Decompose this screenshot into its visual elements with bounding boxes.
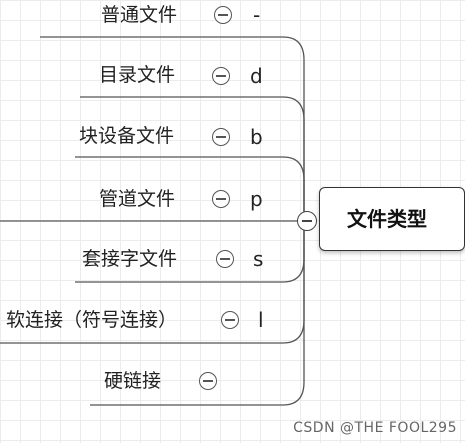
- branch-code-normal-file: -: [253, 3, 261, 27]
- collapse-toggle-icon[interactable]: [221, 311, 239, 329]
- collapse-toggle-icon[interactable]: [212, 67, 230, 85]
- collapse-toggle-icon[interactable]: [212, 190, 230, 208]
- branch-label-block-device-file[interactable]: 块设备文件: [79, 125, 175, 147]
- branch-code-symlink: l: [258, 308, 264, 332]
- branch-label-symlink[interactable]: 软连接（符号连接）: [6, 309, 178, 331]
- root-node[interactable]: 文件类型: [319, 187, 465, 251]
- branch-code-block-device-file: b: [250, 125, 263, 149]
- connector-directory-file: [80, 96, 305, 221]
- collapse-toggle-icon[interactable]: [212, 128, 230, 146]
- branch-label-hardlink[interactable]: 硬链接: [104, 370, 162, 392]
- root-label: 文件类型: [347, 207, 427, 231]
- connector-normal-file: [40, 36, 305, 221]
- branch-label-normal-file[interactable]: 普通文件: [101, 4, 178, 26]
- branch-code-directory-file: d: [250, 64, 263, 88]
- branch-code-pipe-file: p: [250, 187, 263, 211]
- collapse-toggle-icon[interactable]: [214, 6, 232, 24]
- branch-label-pipe-file[interactable]: 管道文件: [99, 188, 176, 210]
- connector-block-device-file: [75, 156, 305, 221]
- branch-label-directory-file[interactable]: 目录文件: [99, 64, 176, 86]
- root-collapse-toggle-icon[interactable]: [297, 211, 317, 231]
- branch-code-socket-file: s: [253, 247, 264, 271]
- collapse-toggle-icon[interactable]: [199, 372, 217, 390]
- collapse-toggle-icon[interactable]: [216, 250, 234, 268]
- watermark: CSDN @THE FOOL295: [293, 420, 457, 436]
- connector-hardlink: [90, 221, 305, 406]
- branch-label-socket-file[interactable]: 套接字文件: [82, 248, 178, 270]
